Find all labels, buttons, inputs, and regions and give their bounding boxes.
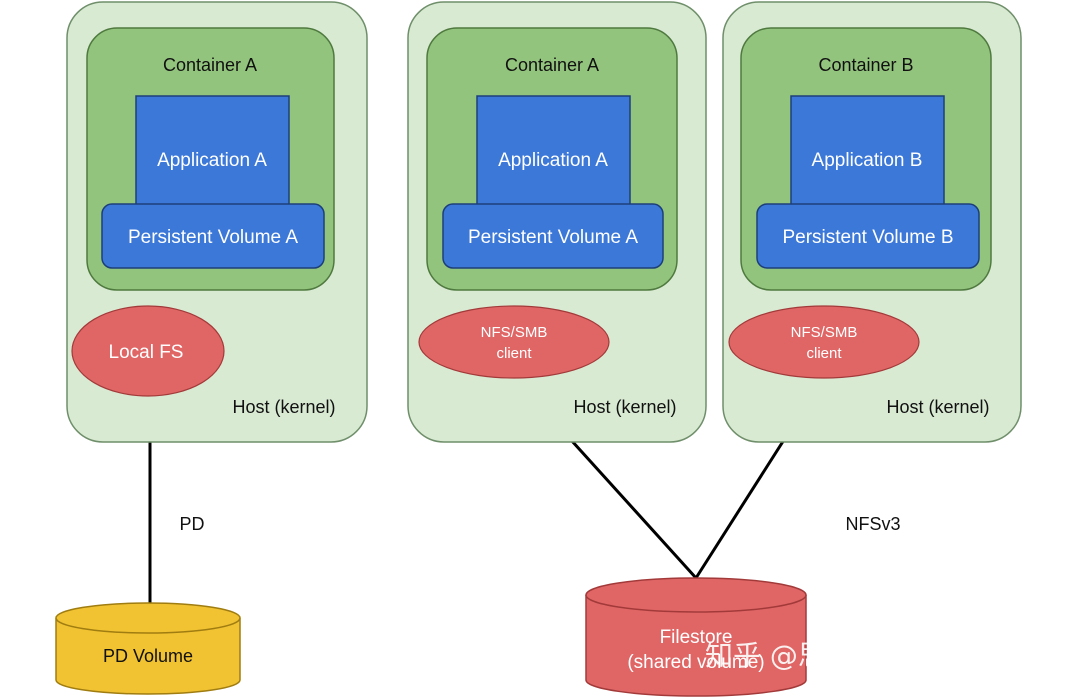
host-2: Container A Application A Persistent Vol… bbox=[407, 1, 707, 443]
filestore-label-line1: Filestore bbox=[660, 627, 733, 648]
persistent-volume-label: Persistent Volume A bbox=[128, 227, 298, 248]
nfs-smb-client-ellipse bbox=[418, 305, 610, 379]
zhihu-watermark: 知乎 @思想科技 Master ... bbox=[705, 639, 1050, 672]
container-label: Container A bbox=[505, 55, 599, 75]
nfs-smb-client-label-line2: client bbox=[806, 345, 842, 362]
host-label: Host (kernel) bbox=[232, 397, 335, 417]
persistent-volume-box bbox=[101, 203, 325, 269]
application-label: Application A bbox=[157, 150, 267, 171]
application-box bbox=[135, 95, 290, 209]
application-box bbox=[476, 95, 631, 209]
application-label: Application A bbox=[498, 150, 608, 171]
application-box bbox=[790, 95, 945, 209]
persistent-volume-label: Persistent Volume B bbox=[782, 227, 953, 248]
local-fs-ellipse bbox=[71, 305, 225, 397]
persistent-volume-box bbox=[756, 203, 980, 269]
local-fs-label: Local FS bbox=[109, 342, 184, 363]
nfs-smb-client-label-line1: NFS/SMB bbox=[481, 324, 548, 341]
persistent-volume-box bbox=[442, 203, 664, 269]
persistent-volume-label: Persistent Volume A bbox=[468, 227, 638, 248]
pd-volume-body bbox=[55, 618, 241, 695]
host-label: Host (kernel) bbox=[886, 397, 989, 417]
pd-volume-label: PD Volume bbox=[103, 646, 193, 666]
nfs-smb-client-label-line2: client bbox=[496, 345, 532, 362]
filestore-cylinder: Filestore (shared volume) bbox=[585, 577, 807, 697]
nfsv3-link-label: NFSv3 bbox=[845, 514, 900, 534]
filestore-body bbox=[585, 595, 807, 697]
nfs-smb-client-ellipse bbox=[728, 305, 920, 379]
host-label: Host (kernel) bbox=[573, 397, 676, 417]
host-3: Container B Application B Persistent Vol… bbox=[722, 1, 1022, 443]
container-label: Container B bbox=[818, 55, 913, 75]
pd-volume-cylinder: PD Volume bbox=[55, 602, 241, 695]
pd-volume-top bbox=[55, 602, 241, 634]
nfs-smb-client-label-line1: NFS/SMB bbox=[791, 324, 858, 341]
filestore-label-line2: (shared volume) bbox=[627, 652, 764, 673]
host-1: Container A Application A Persistent Vol… bbox=[66, 1, 368, 443]
filestore-top bbox=[585, 577, 807, 613]
application-label: Application B bbox=[812, 150, 923, 171]
container-label: Container A bbox=[163, 55, 257, 75]
pd-link-label: PD bbox=[179, 514, 204, 534]
